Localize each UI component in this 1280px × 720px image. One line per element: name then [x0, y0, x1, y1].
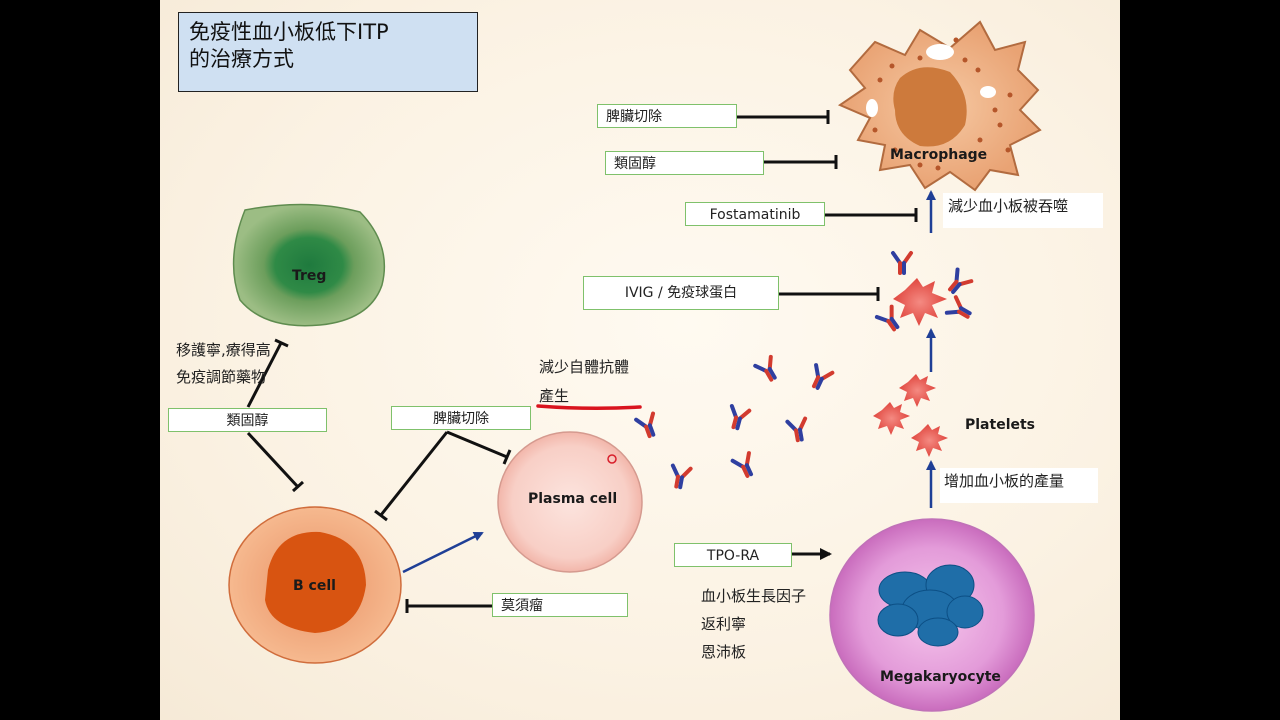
inhibit-steroid-bcell: [246, 431, 300, 489]
inhibit-immunomod-treg: [246, 342, 283, 408]
inhibit-splenectomy-bcell: [379, 431, 449, 516]
title-line-1: 免疫性血小板低下ITP: [189, 20, 389, 44]
antibody-icon: [891, 251, 913, 275]
antibody-icon: [634, 411, 656, 439]
antibody-icon: [729, 404, 752, 431]
antibody-icon: [753, 354, 777, 382]
blue-arrows: [402, 190, 936, 574]
platelets-label: Platelets: [965, 417, 1035, 433]
antibody-icon: [874, 304, 900, 332]
antibody-group: [634, 251, 974, 490]
diagram-canvas: Macrophage Treg B cell Plasma cell: [228, 20, 1092, 712]
slide-title: 免疫性血小板低下ITP 的治療方式: [178, 12, 478, 92]
macrophage-cell: [837, 20, 1042, 192]
note-reduce-autoantibody-2: 產生: [539, 387, 570, 405]
treatment-steroid-left: 類固醇: [168, 408, 327, 432]
note-reduce-phagocytosis: 減少血小板被吞噬: [943, 193, 1103, 228]
inhibit-splenectomy-plasma: [446, 430, 508, 459]
treatment-rituximab: 莫須瘤: [492, 593, 628, 617]
title-line-2: 的治療方式: [189, 47, 294, 72]
platelet-cluster: [873, 374, 948, 457]
note-reduce-autoantibody-1: 減少自體抗體: [539, 358, 630, 376]
treatment-tpo-ra: TPO-RA: [674, 543, 792, 567]
plasma-cell-label: Plasma cell: [528, 491, 617, 507]
treatment-steroid-top: 類固醇: [605, 151, 764, 175]
note-increase-platelet: 增加血小板的產量: [940, 468, 1098, 503]
note-tpo-2: 返利寧: [701, 615, 747, 633]
plasma-cell: [497, 431, 643, 573]
b-cell-label: B cell: [293, 578, 336, 594]
antibody-icon: [944, 295, 972, 319]
b-cell: [228, 506, 402, 664]
note-immunomodulator-1: 移護寧,療得高: [176, 341, 271, 359]
macrophage-label: Macrophage: [890, 147, 987, 163]
megakaryocyte-cell: [829, 518, 1035, 712]
arrow-bcell-to-plasma: [402, 531, 484, 574]
antibody-icon: [730, 451, 754, 478]
inhibition-lines: [246, 110, 918, 613]
note-immunomodulator-2: 免疫調節藥物: [176, 368, 267, 386]
slide: Macrophage Treg B cell Plasma cell: [160, 0, 1120, 720]
treatment-ivig: IVIG / 免疫球蛋白: [583, 276, 779, 310]
treatment-splenectomy-mid: 脾臟切除: [391, 406, 531, 430]
treg-cell: [232, 203, 386, 327]
antibody-icon: [811, 363, 835, 390]
antibody-icon: [948, 267, 974, 294]
treg-label: Treg: [292, 268, 326, 284]
note-tpo-1: 血小板生長因子: [701, 587, 807, 605]
megakaryocyte-label: Megakaryocyte: [880, 669, 1001, 685]
treatment-fostamatinib: Fostamatinib: [685, 202, 825, 226]
antibody-icon: [785, 416, 808, 443]
antibody-icon: [670, 463, 693, 490]
treatment-splenectomy-top: 脾臟切除: [597, 104, 737, 128]
opsonized-platelet: [893, 278, 947, 326]
note-tpo-3: 恩沛板: [701, 643, 747, 661]
